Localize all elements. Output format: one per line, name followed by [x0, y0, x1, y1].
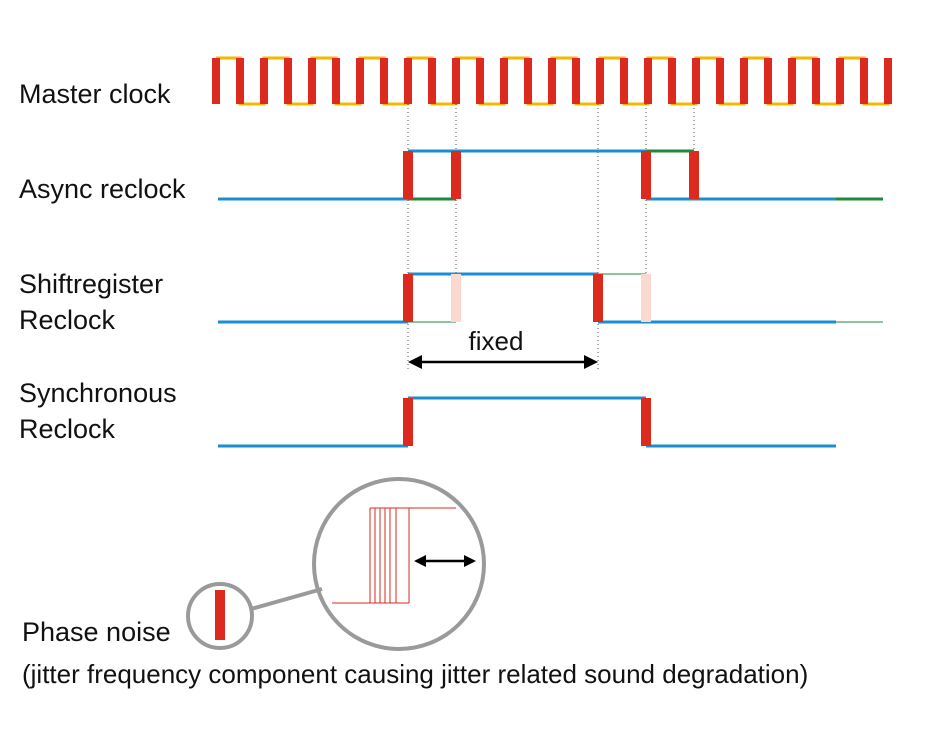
clock-edge-bar [476, 58, 484, 104]
edge-jitter-bar [641, 151, 651, 199]
clock-edge-bar [596, 58, 604, 104]
clock-edge-bar [716, 58, 724, 104]
jitter-edge-bundle [332, 507, 456, 604]
clock-edge-bar [668, 58, 676, 104]
label-synchronous: Synchronous [19, 378, 177, 408]
edge-jitter-bar [403, 151, 413, 199]
clock-edge-bar [308, 58, 316, 104]
label-synchronous-reclock: Reclock [19, 414, 116, 444]
caption-jitter: (jitter frequency component causing jitt… [22, 659, 809, 689]
clock-edge-bar [812, 58, 820, 104]
clock-edge-bar [380, 58, 388, 104]
shiftregister-reclock-waveform [218, 272, 883, 324]
edge-jitter-bar [403, 398, 413, 446]
ghost-edge-bar [641, 274, 651, 322]
clock-edge-bar [428, 58, 436, 104]
arrow-head-left [414, 555, 426, 567]
clock-edge-bar [284, 58, 292, 104]
clock-edge-bar [356, 58, 364, 104]
jitter-arrow [414, 555, 476, 567]
arrow-head-left [408, 355, 422, 369]
clock-edge-bar [452, 58, 460, 104]
clock-edge-bar [620, 58, 628, 104]
label-master-clock: Master clock [19, 79, 171, 109]
label-shiftregister-reclock: Reclock [19, 305, 116, 335]
clock-edge-bar [788, 58, 796, 104]
clock-edge-bar [404, 58, 412, 104]
clock-edge-bar [764, 58, 772, 104]
magnifier-connector [250, 587, 323, 611]
edge-jitter-bar [451, 151, 461, 199]
ghost-edge-bar [451, 274, 461, 322]
arrow-head-right [464, 555, 476, 567]
large-magnifier-circle [312, 477, 486, 651]
small-magnifier-circle [186, 582, 254, 650]
clock-edge-bar [836, 58, 844, 104]
edge-jitter-bar [403, 274, 413, 322]
label-phase-noise: Phase noise [22, 617, 171, 647]
edge-jitter-bar [593, 274, 603, 322]
clock-edge-bar [884, 58, 892, 104]
async-reclock-waveform [218, 149, 883, 201]
clock-edge-bar [860, 58, 868, 104]
edge-jitter-bar [641, 398, 651, 446]
phase-noise-magnifier [186, 477, 486, 651]
fixed-interval-arrow: fixed [408, 326, 598, 369]
clock-edge-bar [740, 58, 748, 104]
clock-edge-bar [644, 58, 652, 104]
clock-edge-bar [500, 58, 508, 104]
clock-edge-bar [260, 58, 268, 104]
arrow-head-right [584, 355, 598, 369]
clock-edge-bar [572, 58, 580, 104]
label-async-reclock: Async reclock [19, 174, 186, 204]
master-clock-waveform [212, 56, 892, 106]
clock-edge-bar [548, 58, 556, 104]
phase-noise-edge-bar [215, 590, 225, 640]
label-shiftregister: Shiftregister [19, 269, 164, 299]
synchronous-reclock-waveform [218, 396, 836, 448]
guide-lines [407, 104, 695, 372]
clock-edge-bar [524, 58, 532, 104]
clock-edge-bar [692, 58, 700, 104]
label-fixed: fixed [469, 326, 524, 356]
clock-edge-bar [212, 58, 220, 104]
clock-edge-bar [236, 58, 244, 104]
clock-edge-bar [332, 58, 340, 104]
edge-jitter-bar [689, 151, 699, 199]
